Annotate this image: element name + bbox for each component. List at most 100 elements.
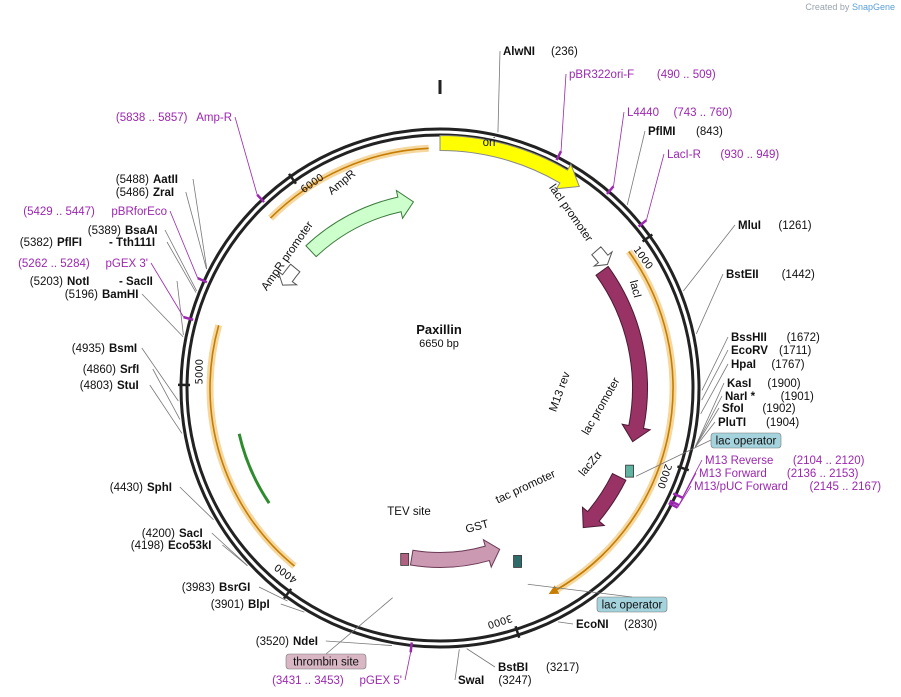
site-layer: AlwNI(236)PflMI(843)MluI(1261)BstEII(144… — [20, 46, 820, 687]
site-pflmi: PflMI(843) — [626, 126, 723, 205]
site-leader — [192, 178, 208, 269]
feature-label-5: tac promoter — [494, 468, 558, 506]
site-leader — [325, 640, 393, 646]
credit-prefix: Created by — [805, 2, 850, 12]
site-name: NdeI — [293, 636, 318, 648]
box-bg — [710, 432, 782, 449]
plasmid-size: 6650 bp — [419, 338, 459, 350]
tick-mark-2000 — [677, 465, 690, 472]
primer-layer: pBR322ori-F(490 .. 509)L4440(743 .. 760)… — [18, 69, 881, 687]
box-leader — [325, 597, 393, 655]
feature-ampr-promoter — [277, 263, 301, 286]
feature-ori — [439, 134, 580, 190]
site-leader — [694, 421, 716, 448]
site-sfoi: SfoI(1902) — [694, 403, 796, 447]
site-bsmi: (4935)BsmI — [72, 343, 179, 402]
site-kasi: KasI(1900) — [695, 378, 801, 447]
box-layer: lac operator lac operator thrombin site — [285, 432, 782, 670]
site-pluti: PluTI (1904) — [694, 417, 799, 448]
primer-range: (2104 .. 2120) — [793, 455, 865, 467]
primer-amp-r: Amp-R(5838 .. 5857) — [116, 112, 265, 203]
site-pos: (4803) — [80, 380, 113, 392]
primer-leader — [646, 153, 665, 221]
box-label: lac operator — [602, 600, 663, 612]
primer-name: LacI-R — [667, 149, 701, 161]
site-pos: (3520) — [256, 636, 289, 648]
site-name: EcoRV — [731, 345, 768, 357]
primer-mark — [606, 185, 615, 195]
tick-mark-6000 — [287, 173, 297, 185]
primer-leader — [678, 472, 697, 506]
site-name: PluTI — [718, 417, 746, 429]
primer-leader — [234, 116, 258, 195]
site-pos: (3217) — [546, 662, 579, 674]
site-name: Eco53kI — [168, 540, 211, 552]
primer-name: pGEX 3' — [106, 258, 148, 270]
site-leader — [166, 241, 197, 293]
site-leader — [211, 532, 248, 566]
site-name: BlpI — [248, 599, 270, 611]
tick-mark-3000 — [514, 625, 521, 639]
site-marker-1 — [513, 555, 522, 568]
site-leader — [152, 368, 181, 420]
site-leader — [176, 280, 184, 336]
site-pos: (2830) — [624, 619, 657, 631]
feature-label-3: lac promoter — [580, 376, 622, 437]
site-leader — [466, 648, 496, 668]
site-name: MluI — [738, 220, 761, 232]
site-leader — [454, 649, 460, 681]
site-leader — [164, 229, 197, 292]
primer-leader — [169, 210, 199, 279]
site-pos: (843) — [696, 126, 723, 138]
site-name2: - Tth111I — [109, 237, 155, 249]
site-saci: (4200)SacI — [142, 528, 248, 566]
orf-arcs — [206, 144, 677, 595]
site-name: BsrGI — [219, 582, 250, 594]
site-ecorv: EcoRV(1711) — [701, 345, 812, 401]
site-zrai: (5486)ZraI — [116, 187, 207, 270]
primer-range: (930 .. 949) — [720, 149, 779, 161]
site-pos: (1904) — [766, 417, 799, 429]
site-eco53ki: (4198)Eco53kI — [131, 540, 248, 567]
site-noti: (5203)NotI- SacII — [30, 276, 184, 336]
site-nari: NarI *(1901) — [695, 391, 814, 447]
site-pos: (1767) — [771, 359, 804, 371]
site-alwni: AlwNI(236) — [497, 46, 578, 133]
site-name: BsmI — [109, 343, 137, 355]
primer-range: (5838 .. 5857) — [116, 112, 188, 124]
box-label: lac operator — [716, 436, 777, 448]
site-stui: (4803)StuI — [80, 380, 183, 434]
feature-label-7: TEV site — [387, 506, 430, 518]
primer-mark — [197, 277, 208, 284]
site-name: NotI — [67, 276, 89, 288]
site-leader — [683, 224, 736, 292]
site-bamhi: (5196)BamHI — [65, 289, 184, 337]
site-name: AatII — [153, 174, 178, 186]
site-leader — [179, 486, 214, 521]
feature-laci — [595, 265, 652, 443]
site-pos: (3247) — [498, 675, 531, 687]
box-leader — [527, 583, 633, 598]
feature-label-1: lacI promoter — [546, 182, 594, 244]
snapgene-brand: SnapGene — [851, 2, 895, 12]
primer-mark — [669, 499, 680, 507]
feature-lacz- — [581, 472, 627, 529]
site-marker-0 — [625, 464, 634, 478]
site-marker-2 — [400, 553, 410, 566]
primer-name: M13/pUC Forward — [694, 481, 788, 493]
site-leader — [280, 603, 305, 613]
site-leader — [700, 363, 729, 415]
primer-range: (5262 .. 5284) — [18, 258, 90, 270]
plasmid-name: Paxillin — [416, 322, 462, 337]
box-leader — [635, 439, 712, 477]
site-bsaai: (5389)BsaAI — [88, 225, 197, 292]
site-bsshii: BssHII(1672) — [701, 332, 820, 391]
site-leader — [149, 384, 183, 434]
primer-range: (2136 .. 2153) — [787, 468, 859, 480]
site-bsteii: BstEII(1442) — [695, 269, 815, 334]
box-label: thrombin site — [293, 657, 359, 669]
primer-name: L4440 — [627, 107, 659, 119]
primer-range: (5429 .. 5447) — [23, 206, 95, 218]
